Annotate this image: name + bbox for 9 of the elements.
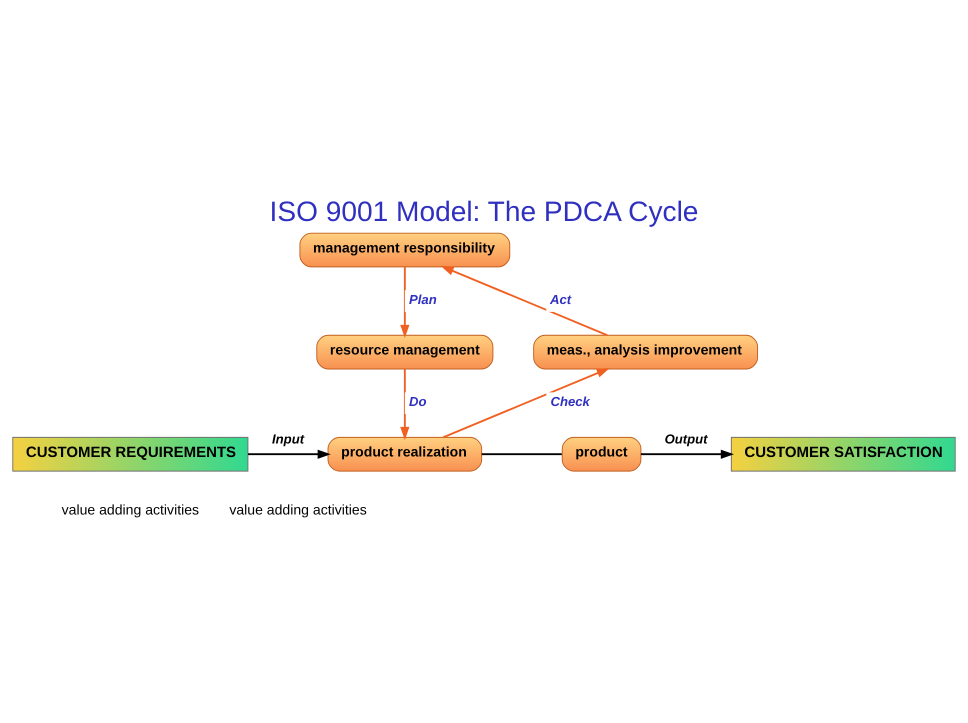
edge-label: Act: [550, 292, 572, 308]
edge-label: Output: [664, 432, 708, 447]
label: value adding activities: [229, 502, 367, 518]
edge-label: Check: [550, 394, 590, 410]
edge-label: Plan: [409, 292, 437, 308]
label: value adding activities: [62, 502, 200, 518]
edge-label: Input: [272, 432, 304, 447]
edge-label: Do: [409, 394, 427, 410]
diagram-title: ISO 9001 Model: The PDCA Cycle: [270, 196, 698, 227]
